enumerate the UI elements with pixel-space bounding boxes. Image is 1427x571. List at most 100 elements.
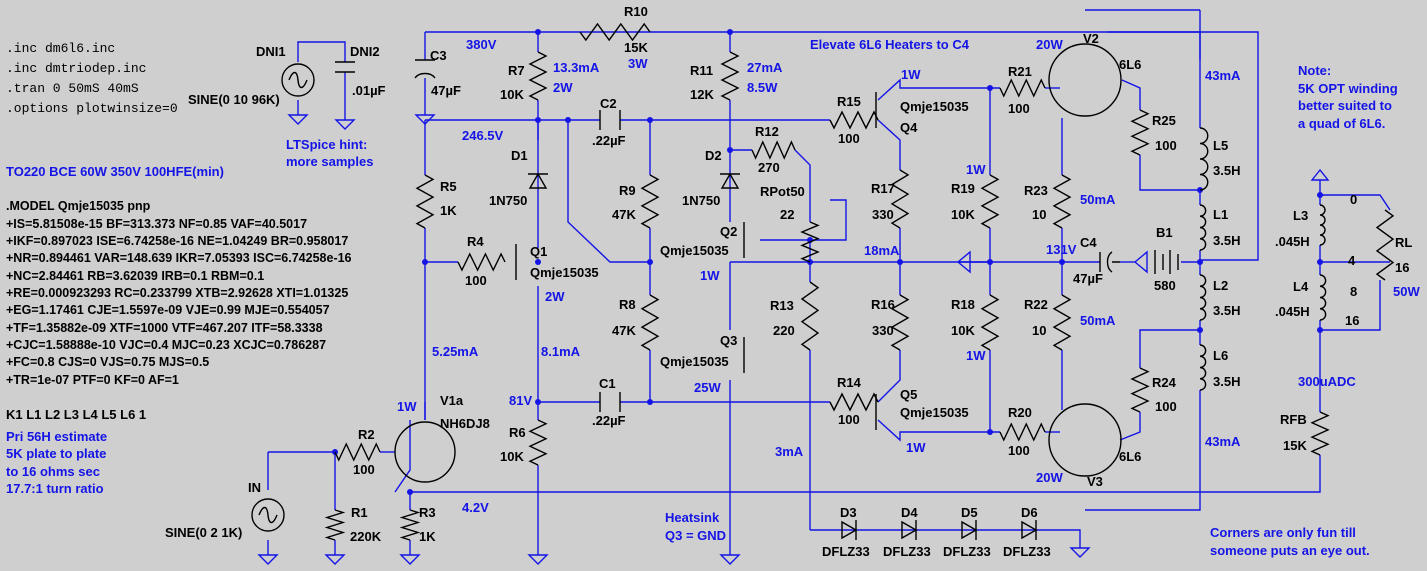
vacuum-tube: [394, 421, 456, 483]
schematic-label: R5: [440, 179, 457, 194]
schematic-label: 1W: [901, 67, 921, 82]
resistor: [800, 281, 820, 351]
resistor: [579, 22, 651, 42]
junction-dot: [1197, 327, 1203, 333]
schematic-label: 100: [1155, 399, 1177, 414]
schematic-label: R17: [871, 181, 895, 196]
resistor: [324, 509, 346, 541]
schematic-label: 8: [1350, 284, 1357, 299]
opt-note: Note: 5K OPT winding better suited to a …: [1298, 63, 1398, 131]
schematic-label: 10K: [500, 449, 524, 464]
ground-icon: [1069, 547, 1091, 558]
schematic-label: DFLZ33: [822, 544, 870, 559]
resistor: [890, 294, 910, 351]
zener-diode: [528, 172, 548, 189]
junction-dot: [1059, 259, 1065, 265]
zener-diode: [841, 520, 858, 540]
schematic-label: 1W: [700, 268, 720, 283]
schematic-label: .22µF: [592, 413, 626, 428]
sine-icon: [258, 506, 278, 524]
wire: [410, 455, 1321, 493]
junction-dot: [1317, 327, 1323, 333]
directive-include-triode: .inc dmtriodep.inc: [6, 61, 146, 76]
primary-note: Pri 56H estimate 5K plate to plate to 16…: [6, 429, 107, 496]
resistor: [528, 419, 548, 466]
corners-note: Corners are only fun till someone puts a…: [1210, 525, 1370, 558]
zener-diode: [901, 520, 918, 540]
capacitor: [599, 110, 621, 130]
voltage-source: [251, 498, 285, 532]
wire: [297, 41, 346, 62]
wire: [877, 119, 901, 170]
model-title: TO220 BCE 60W 350V 100HFE(min): [6, 164, 224, 179]
wire: [1108, 31, 1259, 261]
schematic-label: D5: [961, 505, 978, 520]
schematic-label: 100: [353, 462, 375, 477]
ground-icon: [257, 554, 279, 565]
schematic-label: 47µF: [431, 83, 461, 98]
schematic-label: 100: [838, 131, 860, 146]
model-line: +FC=0.8 CJS=0 VJS=0.75 MJS=0.5: [6, 355, 209, 369]
model-line: .MODEL Qmje15035 pnp: [6, 199, 151, 213]
junction-dot: [727, 147, 733, 153]
schematic-label: R2: [358, 427, 375, 442]
schematic-label: D1: [511, 148, 528, 163]
wire: [1320, 194, 1391, 211]
schematic-label: 10K: [500, 87, 524, 102]
junction-dot: [647, 399, 653, 405]
ground-icon: [1133, 250, 1148, 274]
schematic-label: 1K: [440, 203, 457, 218]
schematic-label: R16: [871, 297, 895, 312]
wire: [760, 199, 847, 241]
schematic-label: C2: [600, 96, 617, 111]
schematic-label: 380V: [466, 37, 497, 52]
schematic-label: 16: [1345, 313, 1359, 328]
svg-text:better suited to: better suited to: [1298, 98, 1392, 113]
schematic-label: L5: [1213, 138, 1228, 153]
capacitor: [599, 392, 621, 412]
schematic-label: 8.5W: [747, 80, 778, 95]
schematic-label: R18: [951, 297, 975, 312]
schematic-label: C1: [599, 376, 616, 391]
wires: [267, 9, 1391, 555]
schematic-label: 330: [872, 323, 894, 338]
schematic-label: Qmje15035: [900, 405, 969, 420]
junction-dot: [647, 117, 653, 123]
schematic-label: 2W: [553, 80, 573, 95]
wire: [394, 420, 411, 493]
schematic-label: 1W: [397, 399, 417, 414]
schematic-label: 4: [1348, 253, 1356, 268]
junction-dot: [407, 489, 413, 495]
schematic-label: .045H: [1275, 234, 1310, 249]
schematic-label: 1W: [906, 440, 926, 455]
junction-dot: [535, 259, 541, 265]
directive-options: .options plotwinsize=0: [6, 101, 178, 116]
schematic-label: Q2: [720, 224, 737, 239]
schematic-label: DFLZ33: [1003, 544, 1051, 559]
schematic-label: 47K: [612, 207, 636, 222]
schematic-label: 20W: [1036, 470, 1063, 485]
junction-dot: [565, 117, 571, 123]
svg-text:5K OPT winding: 5K OPT winding: [1298, 81, 1398, 96]
schematic-label: 3.5H: [1213, 374, 1240, 389]
resistor: [640, 294, 660, 351]
battery: [1154, 250, 1179, 274]
junction-dot: [647, 259, 653, 265]
schematic-label: .01µF: [352, 83, 386, 98]
schematic-label: Q1: [530, 244, 547, 259]
model-line: +IKF=0.897023 ISE=6.74258e-16 NE=1.04249…: [6, 234, 348, 248]
schematic-label: 13.3mA: [553, 60, 600, 75]
wire: [877, 78, 1000, 101]
schematic-label: R3: [419, 505, 436, 520]
directive-include-6l6: .inc dm6l6.inc: [6, 41, 115, 56]
schematic-label: SINE(0 10 96K): [188, 92, 280, 107]
schematic-label: Q3: [720, 333, 737, 348]
schematic-label: 10K: [951, 207, 975, 222]
schematic-label: 10K: [951, 323, 975, 338]
schematic-label: DFLZ33: [943, 544, 991, 559]
schematic-label: 580: [1154, 278, 1176, 293]
schematic-label: 100: [838, 412, 860, 427]
resistor: [640, 174, 660, 229]
